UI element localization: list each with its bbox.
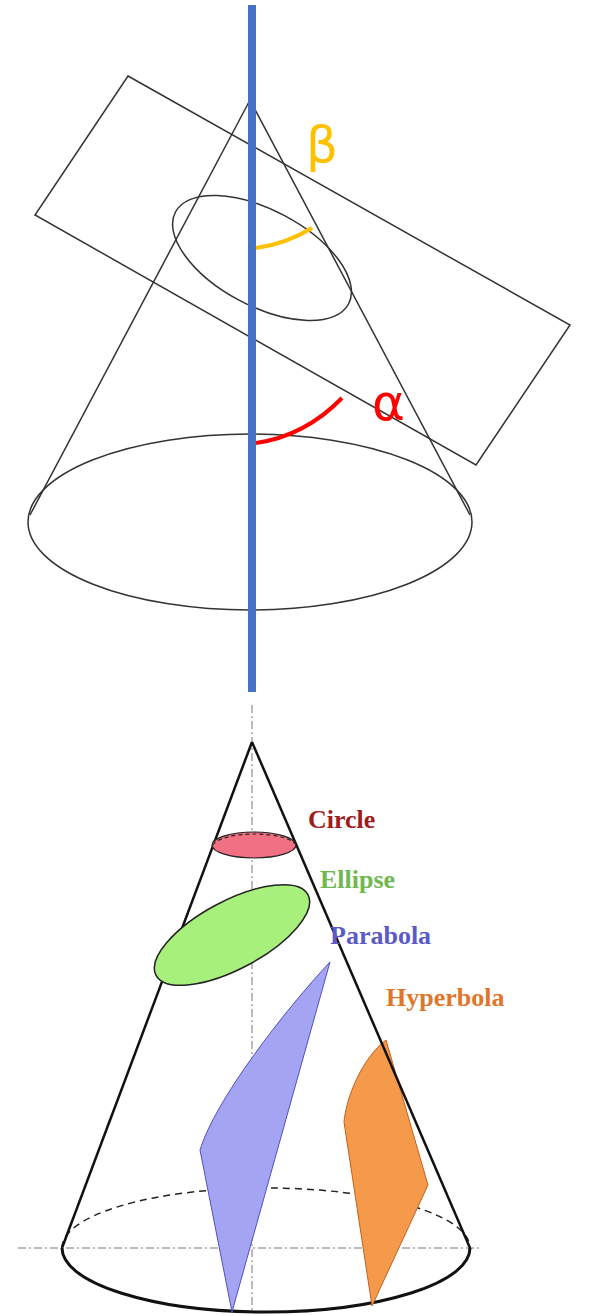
angle-symbol: β: [306, 118, 338, 173]
conic-name: Parabola: [330, 922, 431, 951]
cone-sketch: [28, 76, 570, 610]
conic-name: Ellipse: [320, 866, 395, 895]
beta-arc: [256, 228, 312, 248]
conic-name: Circle: [308, 806, 375, 835]
axis-line: [248, 5, 256, 692]
alpha-arc: [256, 398, 342, 443]
conic-name: Hyperbola: [386, 984, 504, 1013]
angle-symbol: α: [372, 376, 405, 431]
